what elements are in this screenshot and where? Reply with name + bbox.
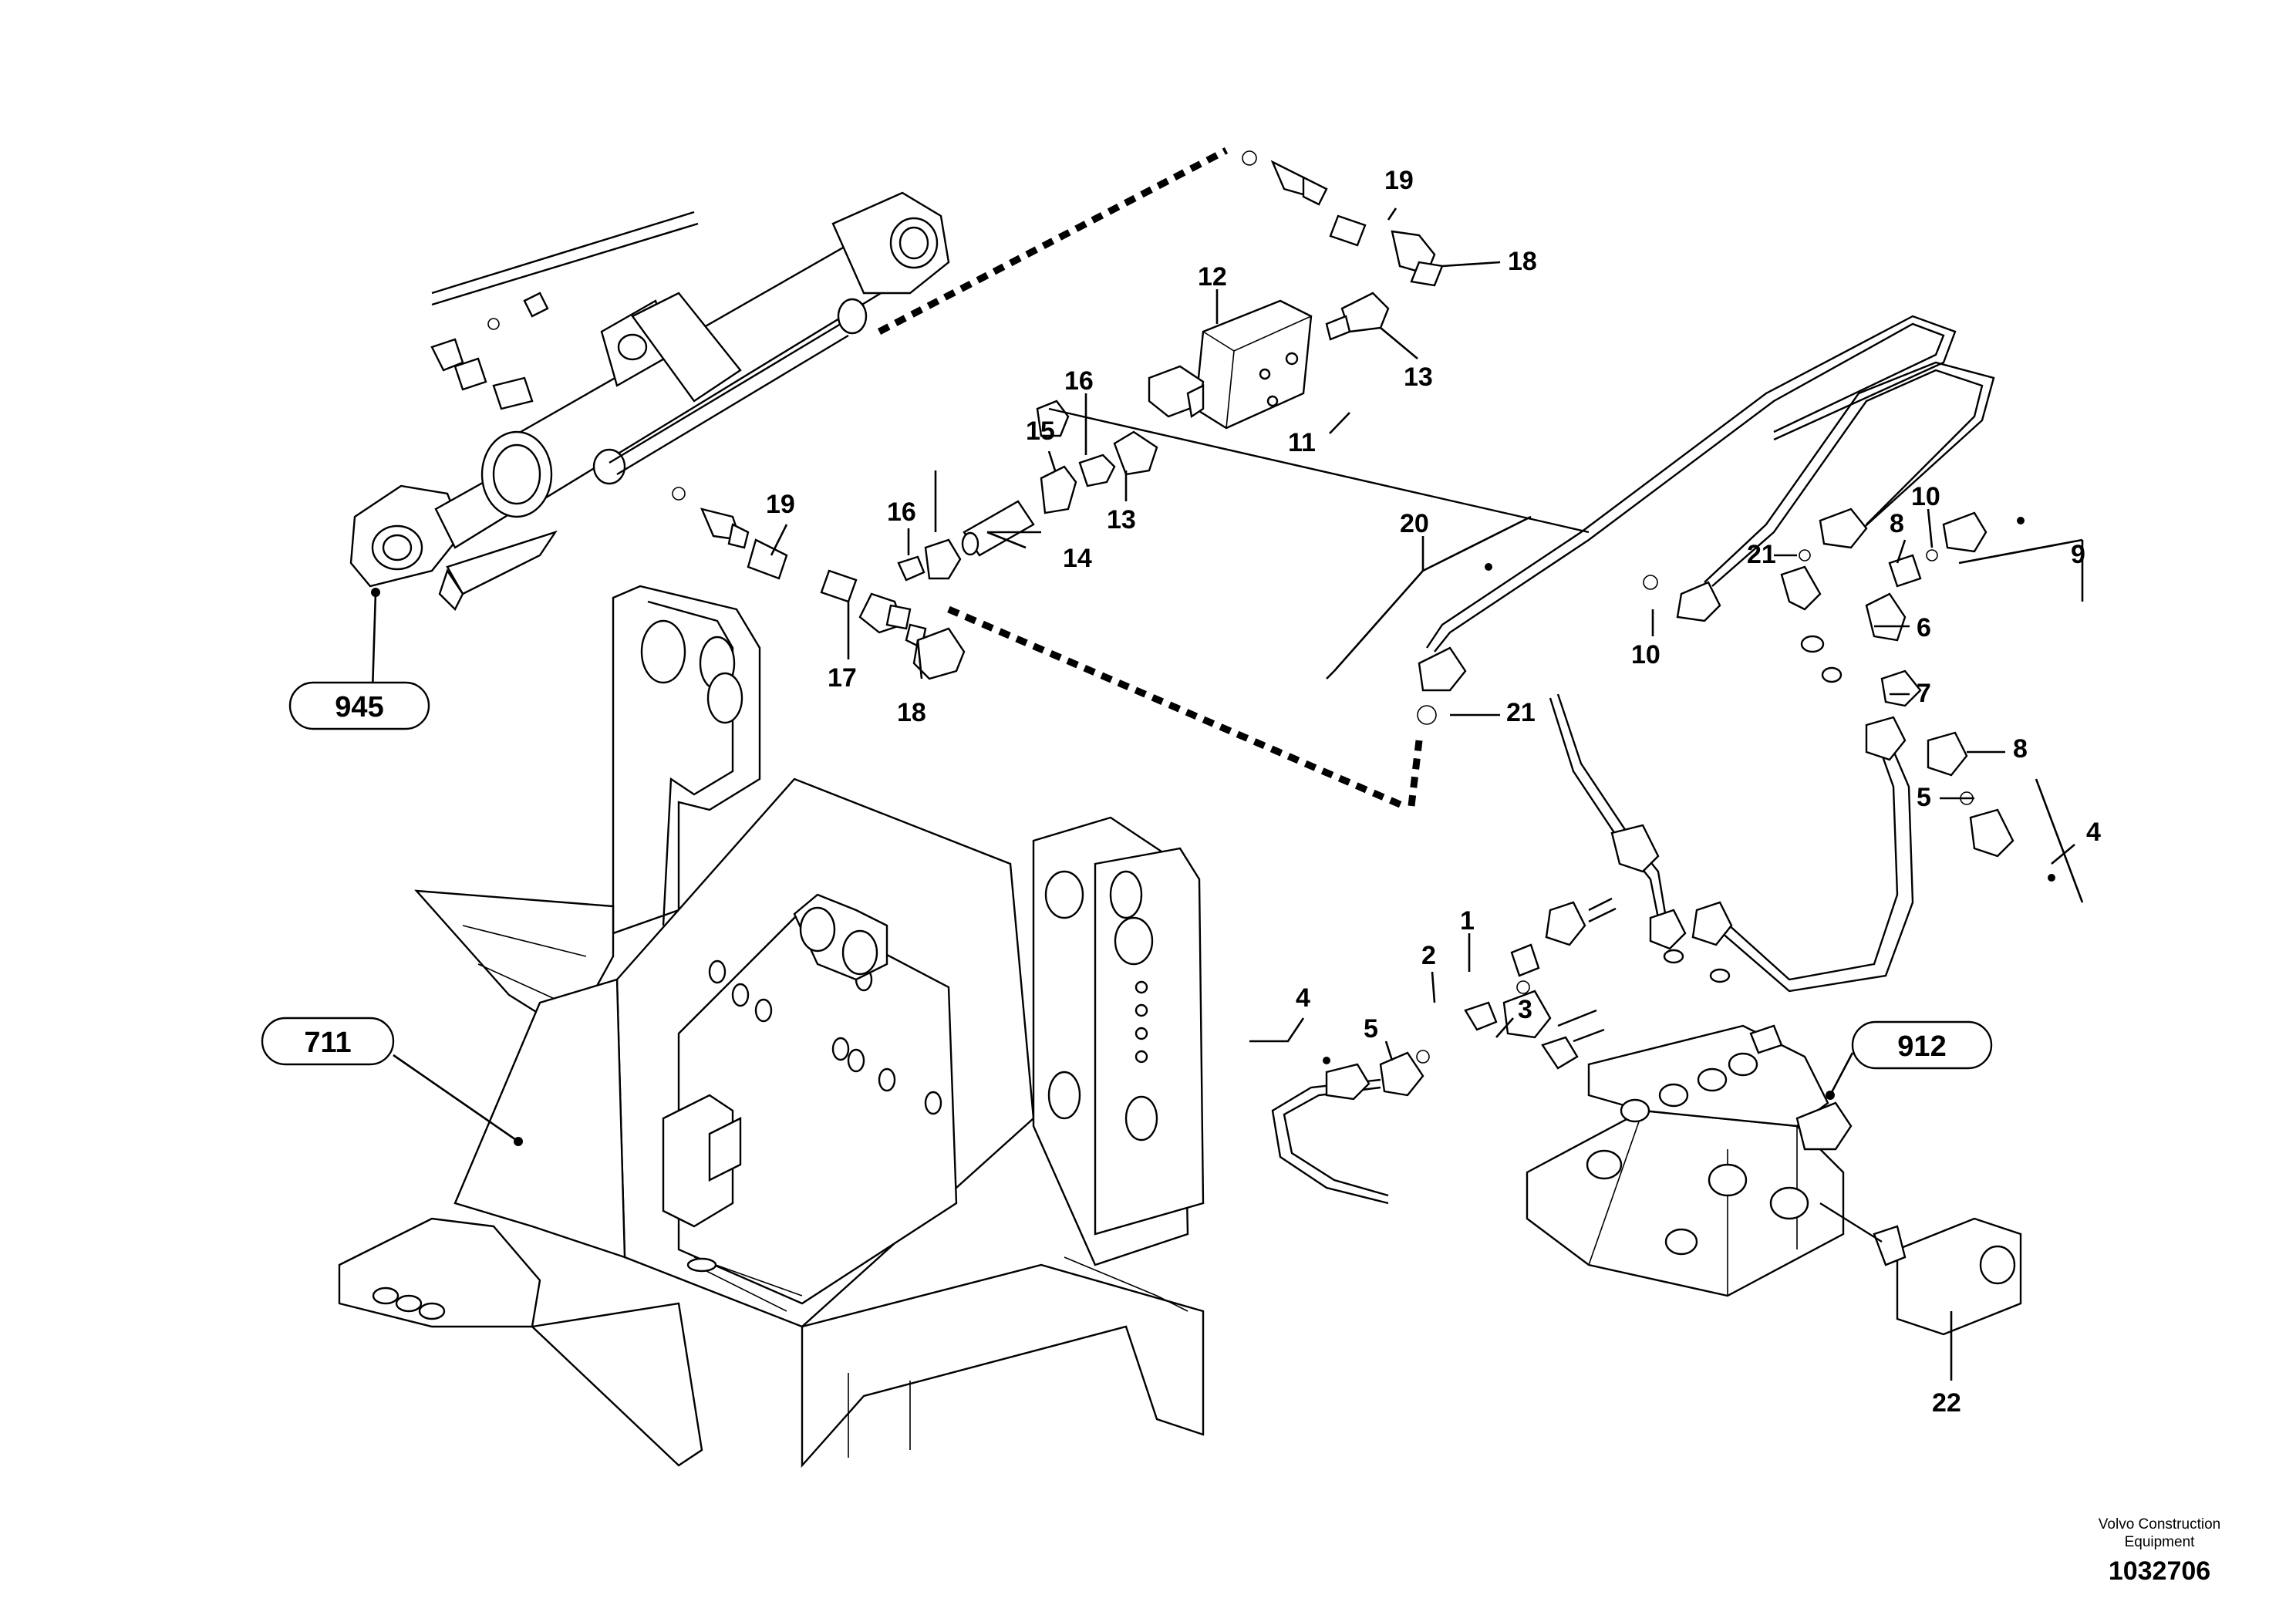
label-6: 6: [1917, 613, 1931, 642]
hoses-right: [1048, 315, 2014, 993]
label-18-lower: 18: [897, 698, 926, 727]
label-10-upper: 10: [1911, 482, 1940, 511]
label-12: 12: [1198, 262, 1227, 292]
ref-711-text: 711: [304, 1027, 351, 1059]
control-valve-912: [1271, 897, 2022, 1336]
label-1: 1: [1460, 906, 1475, 936]
label-7: 7: [1917, 679, 1931, 708]
ref-945-text: 945: [335, 691, 383, 723]
label-10-left: 10: [1631, 640, 1660, 669]
label-21-right: 21: [1747, 540, 1776, 569]
footer: Volvo Construction Equipment 1032706: [2099, 1516, 2220, 1586]
label-13-lower: 13: [1107, 505, 1136, 534]
label-5-right: 5: [1917, 783, 1931, 812]
label-19-upper: 19: [1384, 166, 1414, 195]
ref-bubble-912[interactable]: 912: [1851, 1020, 1993, 1070]
label-17: 17: [828, 663, 857, 693]
label-21-left: 21: [1506, 698, 1536, 727]
label-14: 14: [1063, 544, 1092, 573]
ref-bubble-711[interactable]: 711: [261, 1017, 395, 1066]
label-19-lower: 19: [766, 490, 795, 519]
ref-bubble-945[interactable]: 945: [288, 681, 430, 730]
company-line-2: Equipment: [2125, 1534, 2196, 1550]
label-18-upper: 18: [1508, 247, 1537, 276]
label-22: 22: [1932, 1388, 1961, 1418]
label-8-lower: 8: [2013, 734, 2028, 764]
cylinder-945: [349, 191, 950, 612]
company-line-1: Volvo Construction: [2099, 1516, 2220, 1533]
label-16-upper: 16: [1064, 366, 1094, 396]
frame-711: [338, 585, 1205, 1469]
leader-lines: [371, 207, 2084, 1381]
label-4-right: 4: [2086, 818, 2101, 847]
label-4-left: 4: [1296, 983, 1310, 1013]
label-13-upper: 13: [1404, 363, 1433, 392]
label-16-lower: 16: [887, 497, 916, 527]
drawing-number: 1032706: [2109, 1556, 2210, 1586]
hoses-upper: [672, 147, 1444, 810]
label-11: 11: [1288, 428, 1316, 457]
label-15: 15: [1026, 416, 1055, 446]
label-9: 9: [2071, 540, 2085, 569]
part-labels: 19 18 12 13 11 16 15 13 16 14 19 17 18 2…: [766, 166, 2101, 1418]
label-20: 20: [1400, 509, 1429, 538]
label-3: 3: [1518, 995, 1532, 1024]
ref-912-text: 912: [1897, 1030, 1946, 1063]
label-2: 2: [1421, 941, 1436, 970]
label-5-left: 5: [1364, 1014, 1378, 1044]
label-8-upper: 8: [1890, 509, 1904, 538]
